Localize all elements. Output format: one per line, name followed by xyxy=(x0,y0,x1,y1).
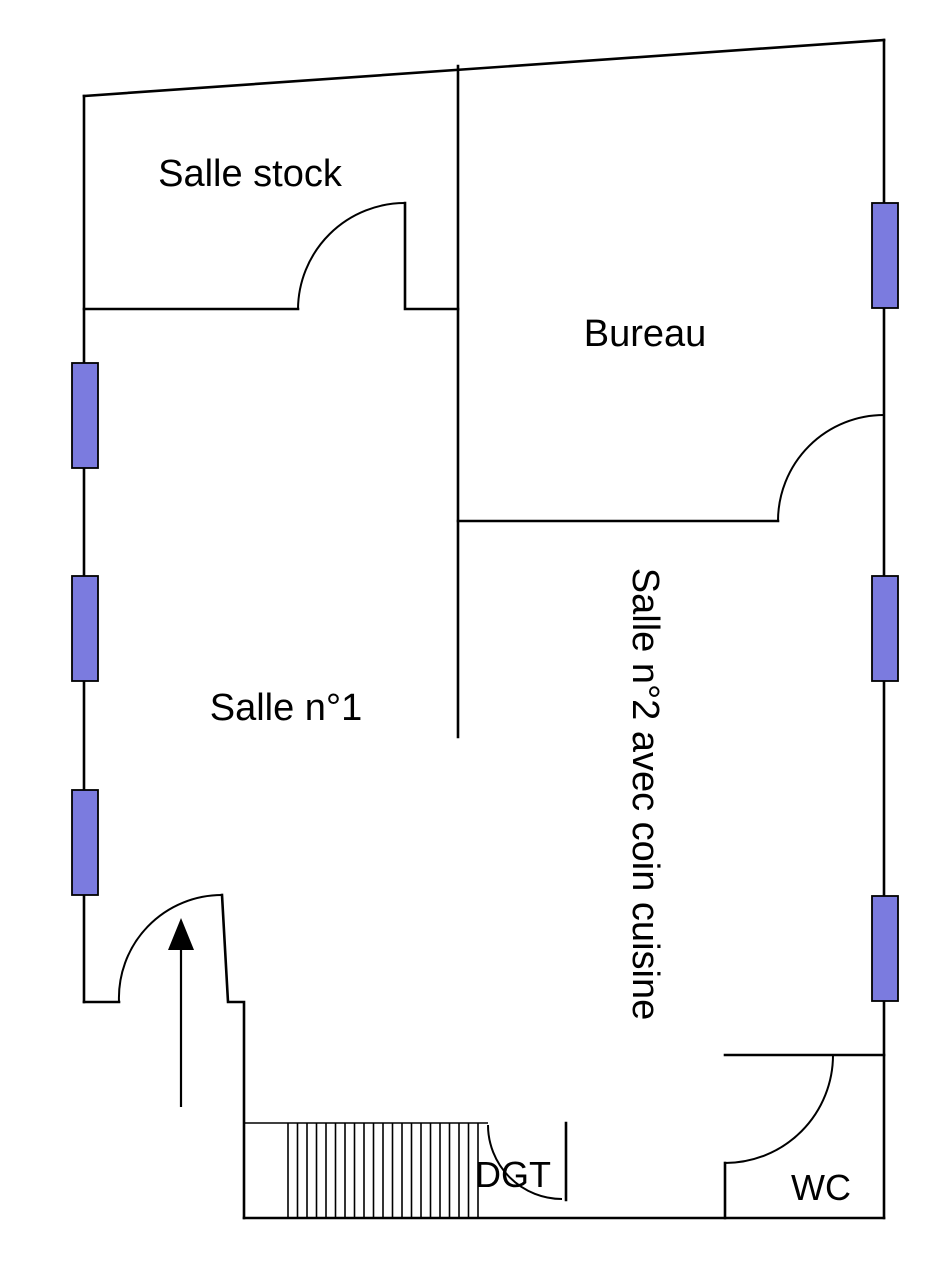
entrance-jamb-wall xyxy=(220,893,246,1220)
door-wc xyxy=(724,1054,834,1164)
doors xyxy=(117,202,885,1200)
window-left-1 xyxy=(71,362,99,469)
staircase xyxy=(244,1122,488,1218)
door-entrance xyxy=(117,894,223,1003)
door-salle-stock xyxy=(297,202,406,310)
interior-walls xyxy=(82,64,886,1220)
label-wc: WC xyxy=(791,1167,851,1208)
label-dgt: DGT xyxy=(475,1154,551,1195)
window-left-3 xyxy=(71,789,99,896)
label-salle-stock: Salle stock xyxy=(158,153,343,195)
label-bureau: Bureau xyxy=(584,313,707,355)
stock-bottom-wall-right xyxy=(403,201,460,311)
entrance-arrow-icon xyxy=(168,918,194,1107)
window-left-2 xyxy=(71,575,99,682)
window-right-1 xyxy=(871,202,899,309)
windows xyxy=(71,202,899,1002)
window-right-3 xyxy=(871,895,899,1002)
label-salle-2: Salle n°2 avec coin cuisine xyxy=(624,568,666,1020)
exterior-walls xyxy=(82,38,886,1220)
door-dgt xyxy=(487,1124,563,1200)
door-bureau xyxy=(777,414,885,522)
label-salle-1: Salle n°1 xyxy=(210,687,363,729)
stair-treads xyxy=(287,1123,479,1218)
window-right-2 xyxy=(871,575,899,682)
wall-top xyxy=(82,38,886,98)
